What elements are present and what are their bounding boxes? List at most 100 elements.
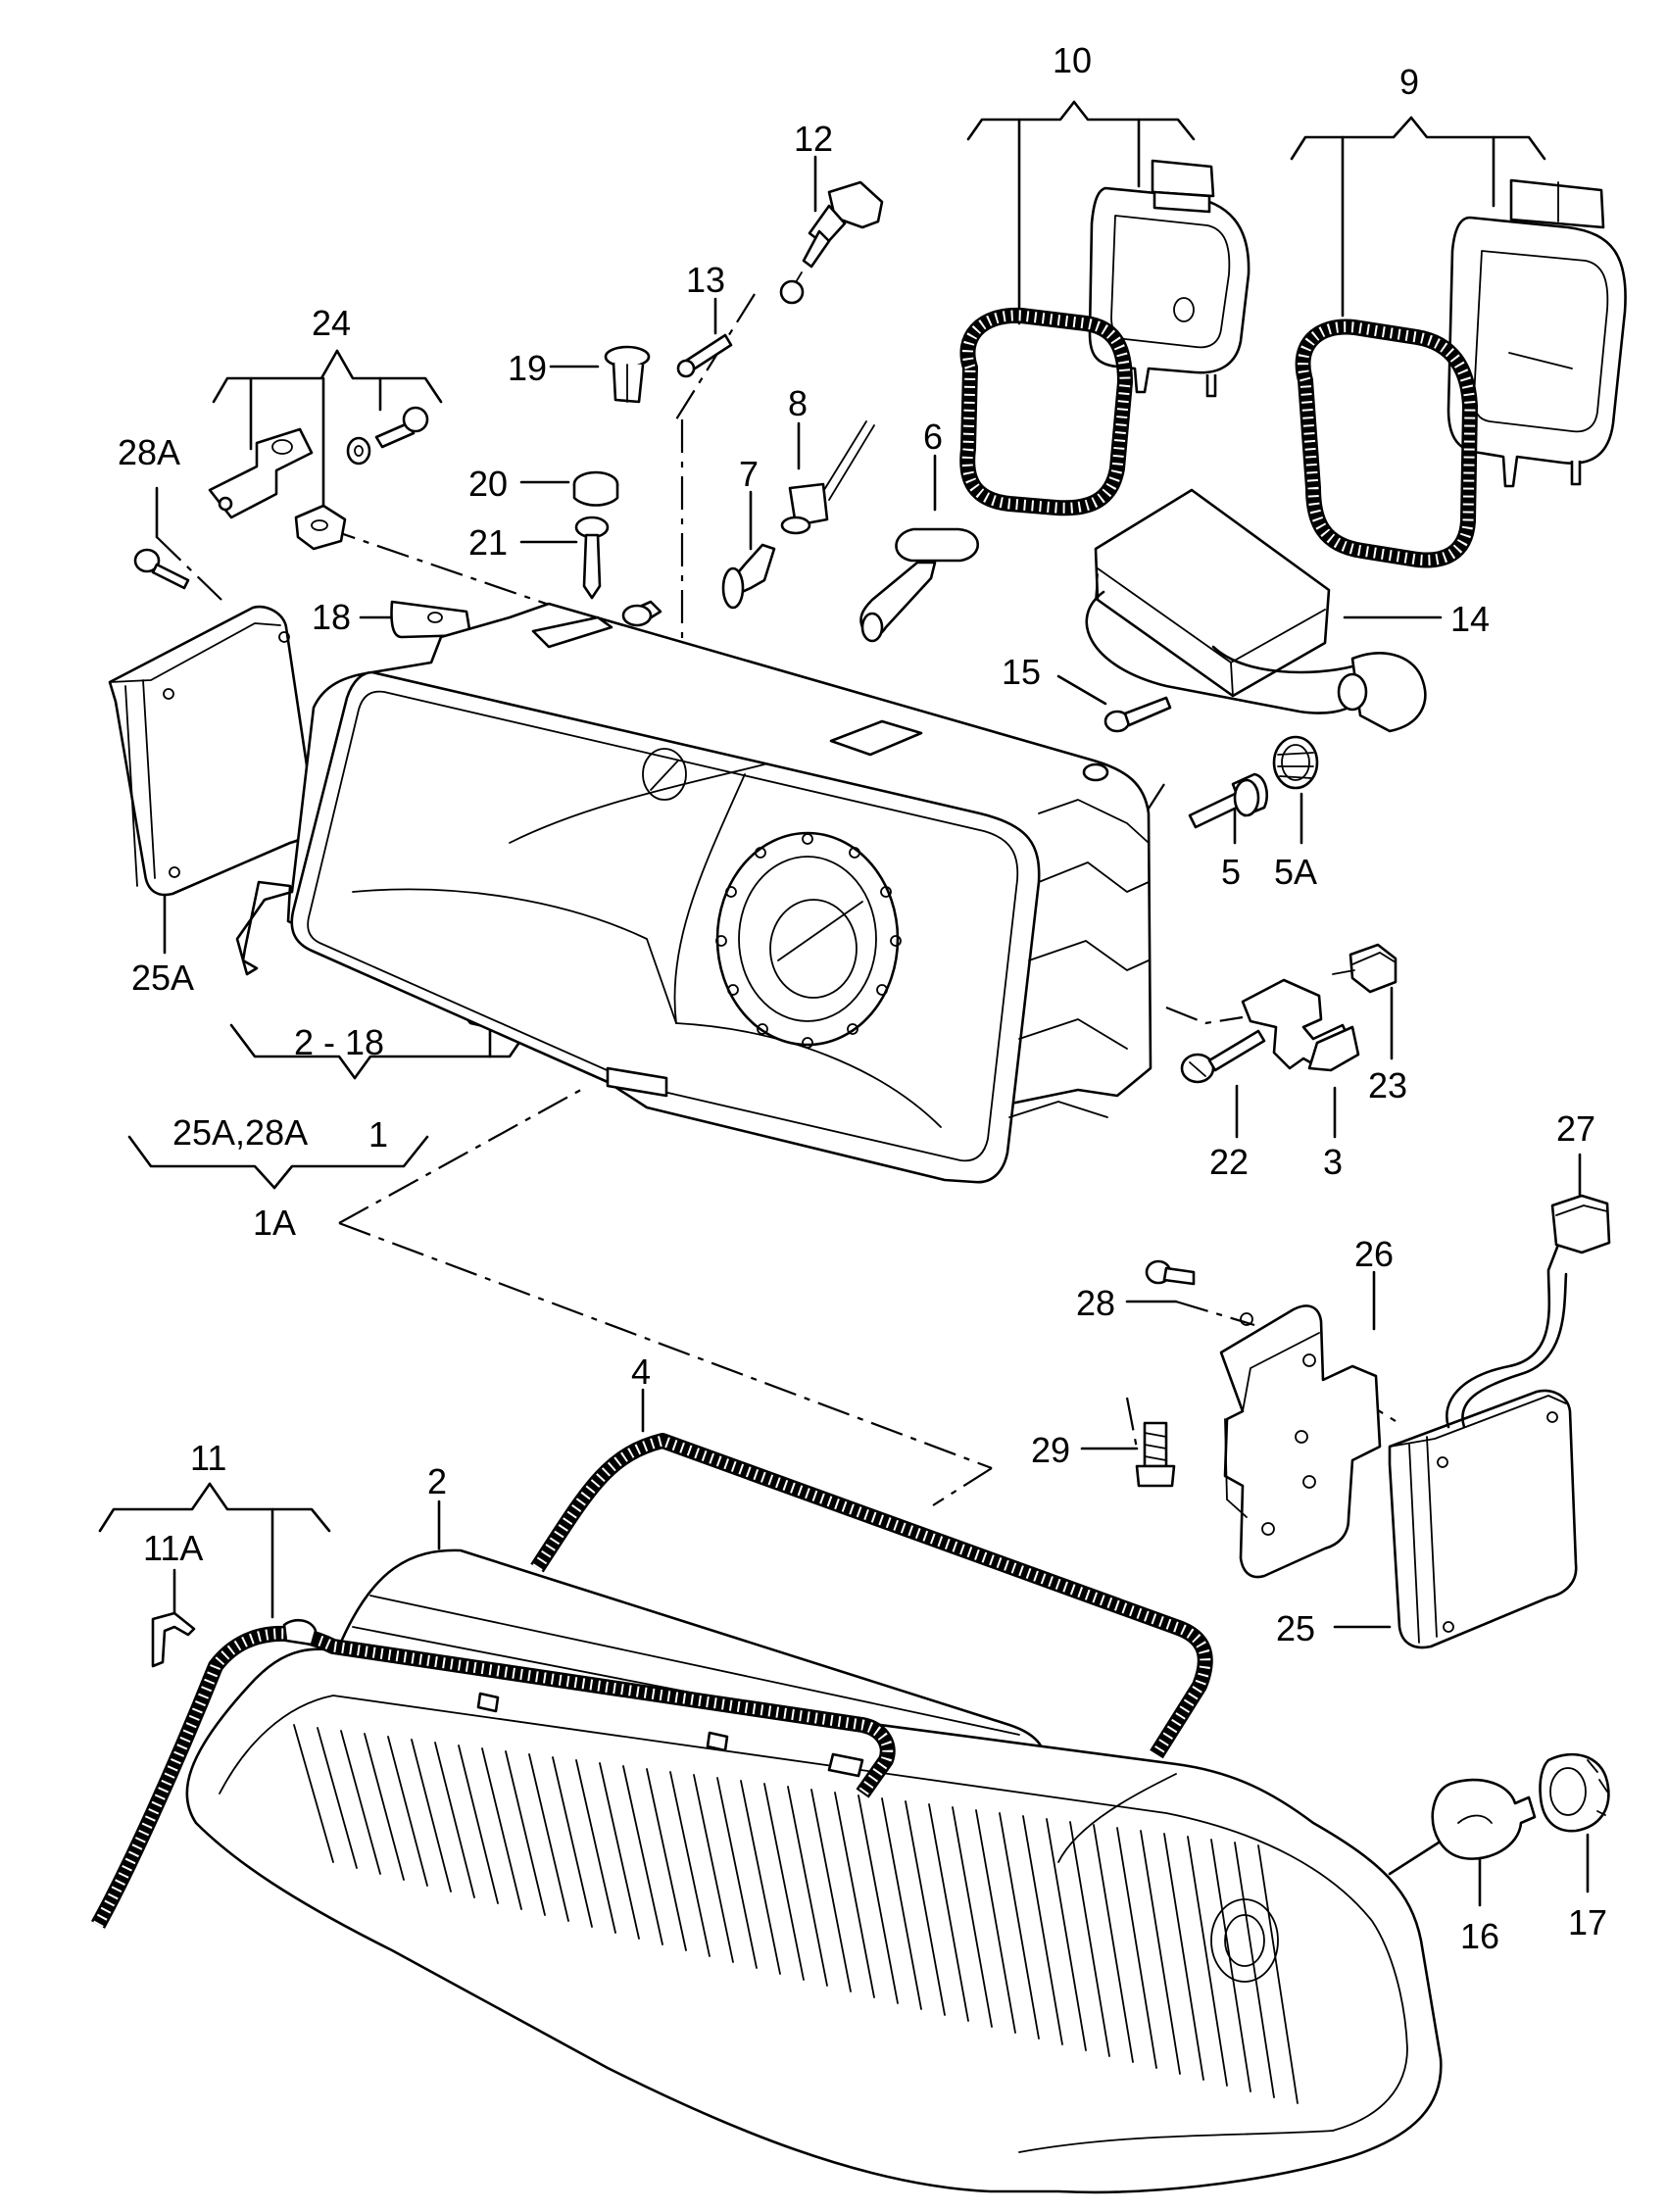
indicator-lens-ribs [293, 1724, 1299, 2104]
screw-21 [574, 516, 610, 600]
lens-rib [999, 1812, 1040, 2040]
lens-rib [1163, 1833, 1204, 2081]
callout-9: 9 [1399, 62, 1419, 102]
bracket-26 [1219, 1304, 1382, 1579]
callout-29: 29 [1031, 1430, 1070, 1470]
callout-8: 8 [788, 383, 808, 423]
callout-2-18: 2 - 18 [294, 1022, 384, 1062]
callout-20: 20 [468, 464, 508, 504]
screw-15 [1103, 696, 1172, 733]
callout-16: 16 [1460, 1916, 1499, 1956]
leader-lines [98, 100, 1590, 1907]
indicator-housing-11 [91, 1618, 1443, 2194]
callout-10: 10 [1053, 40, 1092, 80]
lens-rib [411, 1739, 452, 1892]
lens-rib [387, 1736, 428, 1887]
lens-rib [952, 1806, 993, 2028]
lens-rib [552, 1756, 593, 1928]
housing-ring-bolts [715, 833, 902, 1049]
lens-rib [1046, 1818, 1087, 2051]
callout-18: 18 [312, 597, 351, 637]
lens-rib [787, 1786, 828, 1987]
callout-1A: 1A [253, 1203, 296, 1243]
callout-4: 4 [631, 1352, 651, 1392]
callout-5: 5 [1221, 852, 1241, 892]
callout-12: 12 [794, 119, 833, 159]
callout-19: 19 [508, 348, 547, 388]
callout-15: 15 [1002, 652, 1041, 692]
socket-17 [1539, 1752, 1610, 1833]
lens-rib [669, 1771, 711, 1957]
lens-rib [434, 1742, 475, 1898]
lens-rib [481, 1747, 522, 1910]
lens-rib [458, 1745, 499, 1904]
callout-28: 28 [1076, 1283, 1115, 1323]
lens-rib [858, 1794, 899, 2004]
lens-rib [716, 1777, 758, 1969]
callout-13: 13 [686, 260, 725, 300]
lens-rib [881, 1797, 922, 2010]
lens-rib [1210, 1839, 1251, 2092]
callout-11: 11 [190, 1438, 226, 1478]
screw-22 [1180, 1029, 1266, 1084]
lens-rib [810, 1789, 852, 1992]
callout-27: 27 [1556, 1108, 1595, 1149]
screw-28 [1145, 1259, 1196, 1286]
callout-17: 17 [1568, 1902, 1607, 1942]
callout-2: 2 [427, 1461, 447, 1501]
lens-rib [1187, 1836, 1228, 2087]
bulb-holder-12 [779, 180, 884, 305]
lens-rib [1234, 1842, 1275, 2098]
lens-rib [905, 1800, 946, 2016]
callout-7: 7 [739, 454, 759, 494]
headlamp-cap-10 [959, 159, 1250, 516]
headlight-housing-1 [235, 600, 1152, 1184]
callout-25A-28A: 25A,28A [172, 1112, 308, 1153]
callout-28A: 28A [118, 432, 180, 472]
grommet-20 [572, 470, 619, 507]
lens-rib [1116, 1827, 1157, 2069]
callout-25A: 25A [131, 958, 194, 998]
ballast-14 [1085, 488, 1427, 733]
lens-rib [622, 1765, 663, 1945]
bulb-6 [859, 527, 979, 643]
connector-23 [1332, 943, 1397, 994]
bulb-16 [1431, 1778, 1537, 1860]
lens-rib [646, 1768, 687, 1951]
lens-rib [975, 1809, 1016, 2034]
lens-rib [1140, 1830, 1181, 2075]
lens-rib [575, 1759, 616, 1934]
callout-14: 14 [1450, 599, 1490, 639]
callout-11A: 11A [143, 1528, 203, 1568]
callout-23: 23 [1368, 1065, 1407, 1106]
screw-28A [133, 548, 190, 590]
lens-rib [599, 1762, 640, 1940]
lens-rib [1257, 1844, 1299, 2104]
xenon-bulb-5 [1188, 772, 1268, 829]
lens-rib [1022, 1815, 1063, 2045]
clip-19 [604, 345, 651, 404]
lens-rib [928, 1803, 969, 2022]
callout-22: 22 [1209, 1142, 1249, 1182]
lens-rib [1093, 1824, 1134, 2063]
control-unit-25A [108, 605, 316, 897]
callout-26: 26 [1354, 1234, 1394, 1274]
lens-rib [528, 1753, 569, 1922]
ring-5A [1272, 735, 1319, 790]
callout-21: 21 [468, 522, 508, 563]
callout-labels: 10 9 12 13 19 24 28A 20 21 8 7 6 14 18 1… [118, 40, 1607, 1956]
lens-rib [505, 1750, 546, 1916]
seal-4 [530, 1433, 1213, 1759]
control-unit-25 [1388, 1194, 1611, 1649]
callout-5A: 5A [1274, 852, 1317, 892]
clip-11A [151, 1611, 196, 1668]
callout-1: 1 [368, 1114, 388, 1155]
headlamp-cap-9 [1295, 178, 1627, 568]
callout-3: 3 [1323, 1142, 1343, 1182]
lens-rib [364, 1733, 405, 1881]
bulb-7-8 [721, 420, 875, 610]
callout-24: 24 [312, 303, 351, 343]
callout-25: 25 [1276, 1608, 1315, 1648]
callout-6: 6 [923, 417, 943, 457]
